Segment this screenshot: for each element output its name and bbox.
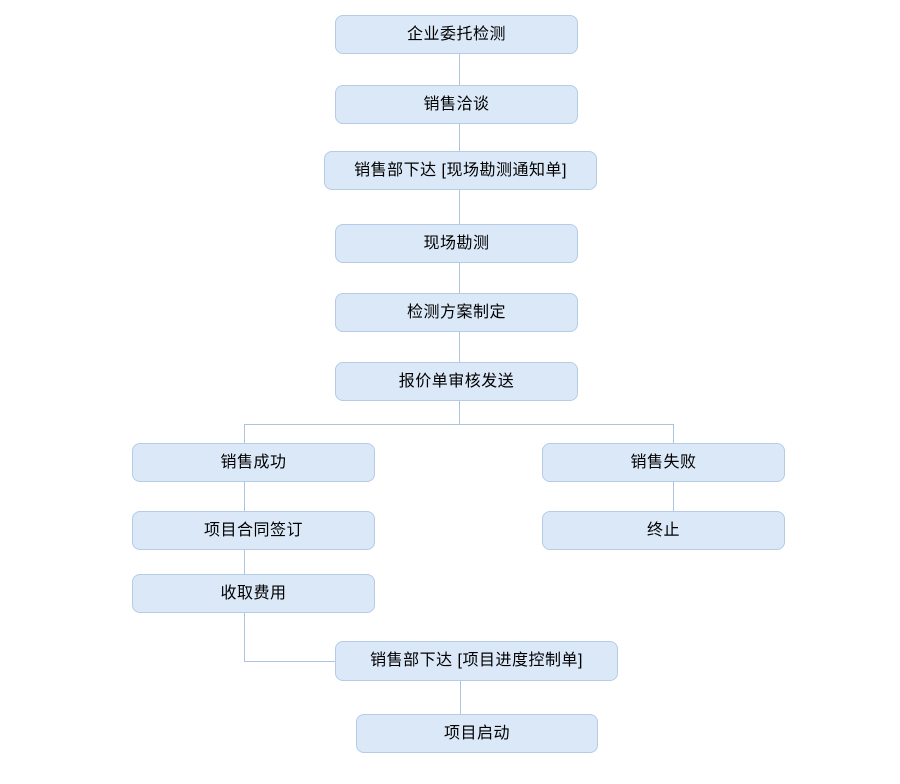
connector-line-vertical — [673, 482, 674, 511]
connector-line-vertical — [244, 424, 245, 443]
flow-node-sale-success: 销售成功 — [132, 443, 375, 482]
flow-node-survey-notice: 销售部下达 [现场勘测通知单] — [324, 151, 597, 190]
flow-node-label: 销售失败 — [630, 453, 697, 471]
flow-node-plan-making: 检测方案制定 — [335, 293, 578, 332]
flow-node-label: 企业委托检测 — [406, 25, 506, 43]
flow-node-quote-review: 报价单审核发送 — [335, 362, 578, 401]
flow-node-label: 终止 — [646, 521, 680, 539]
flow-node-label: 销售部下达 [项目进度控制单] — [370, 652, 583, 669]
connector-line-vertical — [459, 401, 460, 424]
flow-node-label: 报价单审核发送 — [398, 372, 515, 390]
connector-line-vertical — [244, 482, 245, 511]
flow-node-contract-sign: 项目合同签订 — [132, 511, 375, 550]
flow-node-terminate: 终止 — [542, 511, 785, 550]
flow-node-label: 项目合同签订 — [203, 521, 303, 539]
flow-node-collect-fee: 收取费用 — [132, 574, 375, 613]
flow-node-label: 收取费用 — [220, 584, 287, 602]
flow-node-label: 现场勘测 — [423, 234, 490, 252]
flow-node-entrust: 企业委托检测 — [335, 15, 578, 54]
connector-line-vertical — [459, 54, 460, 85]
connector-line-vertical — [244, 613, 245, 661]
flow-node-label: 销售成功 — [220, 453, 287, 471]
flow-node-site-survey: 现场勘测 — [335, 224, 578, 263]
connector-line-vertical — [460, 681, 461, 714]
connector-line-vertical — [459, 263, 460, 293]
connector-line-vertical — [673, 424, 674, 443]
flow-node-label: 检测方案制定 — [406, 303, 506, 321]
flow-node-sale-fail: 销售失败 — [542, 443, 785, 482]
flow-node-label: 项目启动 — [443, 724, 510, 742]
connector-line-horizontal — [244, 424, 673, 425]
connector-line-vertical — [459, 332, 460, 362]
connector-line-vertical — [244, 550, 245, 574]
flow-node-label: 销售部下达 [现场勘测通知单] — [354, 161, 567, 179]
connector-line-vertical — [459, 124, 460, 151]
connector-line-vertical — [459, 190, 460, 224]
flow-node-label: 销售洽谈 — [423, 95, 490, 113]
flow-node-project-start: 项目启动 — [356, 714, 598, 753]
flow-node-sales-talk: 销售洽谈 — [335, 85, 578, 124]
flow-node-progress-sheet: 销售部下达 [项目进度控制单] — [335, 641, 618, 681]
connector-line-horizontal — [244, 661, 335, 662]
